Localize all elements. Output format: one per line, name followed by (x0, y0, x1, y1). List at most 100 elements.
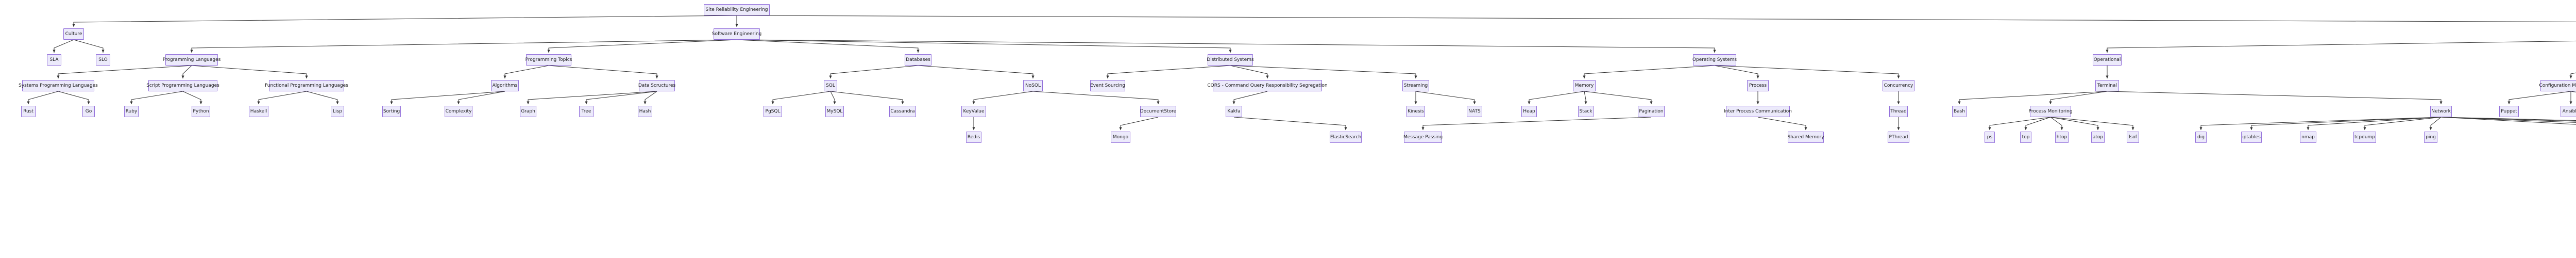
tree-node-opsys[interactable]: Operating Systems (1692, 54, 1737, 66)
tree-node-heap[interactable]: Heap (1521, 106, 1537, 117)
tree-edge-scriptlangs-to-python (182, 91, 202, 105)
tree-node-sharedmemory[interactable]: Shared Memory (1787, 132, 1824, 143)
tree-node-elasticsearch[interactable]: ElasticSearch (1330, 132, 1362, 143)
tree-node-terminal[interactable]: Terminal (2095, 80, 2119, 91)
tree-node-slo[interactable]: SLO (96, 54, 110, 66)
tree-node-kakfa[interactable]: Kakfa (1226, 106, 1242, 117)
tree-edge-opsys-to-process (1714, 65, 1759, 79)
tree-node-procmon[interactable]: Process Monitoring (2028, 106, 2073, 117)
tree-node-hash[interactable]: Hash (638, 106, 652, 117)
tree-node-mysql[interactable]: MySQL (825, 106, 844, 117)
tree-node-datastructures[interactable]: Data Scructures (638, 80, 675, 91)
tree-node-operational[interactable]: Operational (2093, 54, 2122, 66)
tree-edge-scriptlangs-to-ruby (130, 91, 183, 105)
tree-edge-streaming-to-nats (1415, 91, 1476, 105)
tree-node-syslangs[interactable]: Systems Programming Languages (19, 80, 98, 91)
tree-edge-softeng-to-databases (736, 39, 920, 53)
tree-node-memory[interactable]: Memory (1573, 80, 1596, 91)
tree-edge-databases-to-nosql (918, 65, 1035, 79)
tree-node-nmap[interactable]: nmap (2300, 132, 2316, 143)
tree-edge-ipc-to-sharedmemory (1757, 117, 1807, 131)
tree-node-ruby[interactable]: Ruby (124, 106, 139, 117)
tree-node-sorting[interactable]: Sorting (382, 106, 401, 117)
tree-edge-terminal-to-network (2107, 91, 2443, 105)
tree-node-thread[interactable]: Thread (1889, 106, 1908, 117)
tree-edge-softeng-to-opsys (736, 39, 1716, 53)
tree-edge-procmon-to-top (2024, 117, 2051, 131)
tree-edge-kakfa-to-elasticsearch (1233, 117, 1347, 131)
tree-node-nats[interactable]: NATS (1467, 106, 1482, 117)
tree-node-network[interactable]: Network (2430, 106, 2452, 117)
tree-node-cassandra[interactable]: Cassandra (889, 106, 916, 117)
tree-edge-syslangs-to-rust (27, 91, 59, 105)
tree-edge-proglang-to-funclangs (191, 65, 308, 79)
tree-node-dig[interactable]: dig (2195, 132, 2207, 143)
tree-node-softeng[interactable]: Software Engineering (712, 28, 761, 40)
tree-node-cqrs[interactable]: CQRS - Command Query Responsibility Segr… (1207, 80, 1328, 91)
tree-node-sql[interactable]: SQL (824, 80, 837, 91)
tree-node-ipc[interactable]: Inter Process Communication (1724, 106, 1792, 117)
tree-node-ansible[interactable]: Ansible (2561, 106, 2576, 117)
tree-edge-algorithms-to-sorting (390, 91, 505, 105)
tree-node-documentstore[interactable]: DocumentStore (1140, 106, 1176, 117)
tree-node-distsys[interactable]: Distributed Systems (1207, 54, 1254, 66)
tree-node-atop[interactable]: atop (2091, 132, 2105, 143)
tree-node-progtopics[interactable]: Programming Topics (526, 54, 572, 66)
tree-node-algorithms[interactable]: Algorithms (491, 80, 519, 91)
tree-node-sla[interactable]: SLA (47, 54, 61, 66)
tree-node-haskell[interactable]: Haskell (249, 106, 268, 117)
tree-node-nosql[interactable]: NoSQL (1023, 80, 1043, 91)
tree-node-mongo[interactable]: Mongo (1111, 132, 1130, 143)
tree-node-ps[interactable]: ps (1985, 132, 1995, 143)
tree-node-databases[interactable]: Databases (905, 54, 931, 66)
tree-edge-softeng-to-progtopics (547, 39, 737, 53)
tree-node-messagepassing[interactable]: Message Passing (1403, 132, 1443, 143)
tree-node-bash[interactable]: Bash (1952, 106, 1967, 117)
tree-node-puppet[interactable]: Puppet (2499, 106, 2519, 117)
tree-node-python[interactable]: Python (192, 106, 210, 117)
tree-node-pthread[interactable]: PThread (1888, 132, 1909, 143)
tree-edge-opsys-to-memory (1583, 65, 1715, 79)
tree-node-concurrency[interactable]: Concurrency (1883, 80, 1914, 91)
tree-node-tcpdump[interactable]: tcpdump (2353, 132, 2376, 143)
tree-node-funclangs[interactable]: Functional Programming Languages (265, 80, 348, 91)
tree-node-scriptlangs[interactable]: Script Programming Languages (146, 80, 219, 91)
tree-edge-sre-to-culture (72, 15, 737, 27)
tree-node-iptables[interactable]: iptables (2241, 132, 2262, 143)
tree-edge-funclangs-to-haskell (257, 91, 307, 105)
tree-node-ping[interactable]: ping (2424, 132, 2437, 143)
tree-edge-datastructures-to-graph (527, 91, 657, 105)
tree-node-complexity[interactable]: Complexity (445, 106, 472, 117)
tree-node-lisp[interactable]: Lisp (331, 106, 344, 117)
tree-node-kinesis[interactable]: Kinesis (1406, 106, 1425, 117)
tree-edge-network-to-tcpdump (2363, 117, 2442, 131)
tree-edge-network-to-dig (2199, 117, 2442, 131)
tree-edge-progtopics-to-datastructures (548, 65, 658, 79)
tree-node-eventsourcing[interactable]: Event Sourcing (1090, 80, 1125, 91)
tree-node-pagination[interactable]: Pagination (1638, 106, 1665, 117)
tree-node-proglang[interactable]: Programming Languages (163, 54, 221, 66)
tree-edge-nosql-to-documentstore (1032, 91, 1160, 105)
tree-edge-memory-to-stack (1584, 91, 1587, 105)
tree-edge-softeng-to-proglang (190, 39, 737, 53)
tree-node-top[interactable]: top (2020, 132, 2031, 143)
tree-edge-syslangs-to-go (58, 91, 90, 105)
tree-node-pgsql[interactable]: PgSQL (764, 106, 782, 117)
tree-node-streaming[interactable]: Streaming (1402, 80, 1429, 91)
tree-node-process[interactable]: Process (1747, 80, 1769, 91)
tree-node-sre[interactable]: Site Reliability Engineering (704, 4, 770, 15)
tree-node-rust[interactable]: Rust (21, 106, 36, 117)
tree-node-stack[interactable]: Stack (1578, 106, 1594, 117)
tree-node-redis[interactable]: Redis (966, 132, 981, 143)
tree-node-graph[interactable]: Graph (520, 106, 536, 117)
tree-node-configmgmt[interactable]: Configuration Management (2539, 80, 2576, 91)
tree-node-lsof[interactable]: lsof (2127, 132, 2139, 143)
tree-node-keyvalue[interactable]: KeyValue (961, 106, 986, 117)
tree-edge-procmon-to-lsof (2050, 117, 2134, 131)
tree-node-htop[interactable]: htop (2055, 132, 2069, 143)
tree-node-go[interactable]: Go (82, 106, 95, 117)
tree-edge-procmon-to-htop (2050, 117, 2063, 131)
tree-node-tree[interactable]: Tree (579, 106, 594, 117)
tree-node-culture[interactable]: Culture (63, 28, 84, 40)
